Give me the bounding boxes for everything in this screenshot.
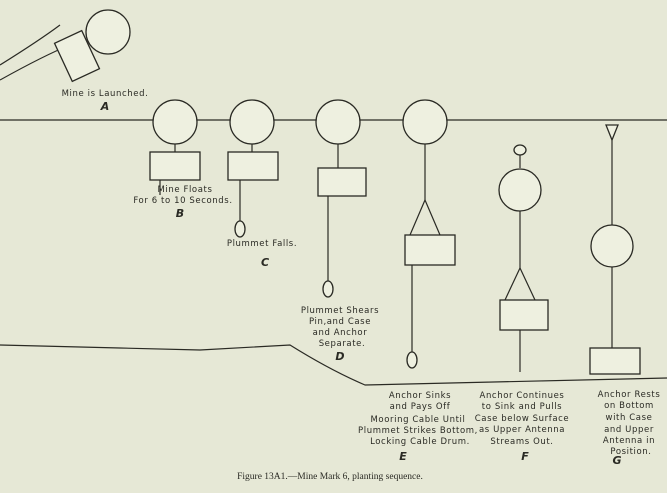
label-d-line: Plummet Shears [301, 306, 379, 316]
label-d-line: and Anchor [313, 328, 368, 338]
mine-g [589, 124, 641, 375]
label-b-line: Mine Floats [157, 185, 212, 195]
label-f-line: Case below Surface [475, 414, 570, 424]
label-f: Anchor Continues to Sink and Pulls Case … [475, 391, 570, 463]
label-e-line: Plummet Strikes Bottom, [358, 426, 478, 436]
label-g-line: Anchor Rests [598, 390, 661, 400]
label-a-line: Mine is Launched. [62, 89, 149, 99]
label-g: Anchor Rests on Bottom with Case and Upp… [598, 390, 661, 467]
mine-e [402, 99, 456, 369]
mine-a [53, 9, 131, 83]
label-c: Plummet Falls. C [227, 239, 297, 269]
label-a: Mine is Launched. A [62, 89, 149, 113]
label-c-letter: C [261, 256, 269, 269]
label-f-line: as Upper Antenna [479, 425, 565, 435]
label-e-letter: E [399, 450, 407, 463]
label-e-line: Mooring Cable Until [371, 415, 466, 425]
label-d: Plummet Shears Pin,and Case and Anchor S… [301, 306, 379, 363]
label-d-line: Pin,and Case [309, 317, 371, 327]
label-b-letter: B [176, 207, 184, 220]
label-g-letter: G [612, 454, 621, 467]
label-f-line: Anchor Continues [480, 391, 565, 401]
label-e: Anchor Sinks and Pays Off Mooring Cable … [358, 391, 478, 463]
label-g-line: and Upper [604, 425, 654, 435]
label-g-line: Position. [610, 447, 651, 457]
label-g-line: with Case [606, 413, 653, 423]
label-e-line: Anchor Sinks [389, 391, 451, 401]
mine-c [227, 99, 279, 238]
label-a-letter: A [100, 100, 110, 113]
seabed [0, 344, 667, 386]
label-d-letter: D [335, 350, 344, 363]
label-g-line: Antenna in [603, 436, 655, 446]
mine-f [498, 144, 549, 372]
label-c-line: Plummet Falls. [227, 239, 297, 249]
label-b: Mine Floats For 6 to 10 Seconds. B [133, 185, 232, 220]
label-e-line: and Pays Off [390, 402, 451, 412]
label-d-line: Separate. [319, 339, 366, 349]
mine-b [149, 99, 201, 195]
label-b-line: For 6 to 10 Seconds. [133, 196, 232, 206]
figure-caption: Figure 13A1.—Mine Mark 6, planting seque… [237, 472, 423, 482]
label-f-letter: F [521, 450, 529, 463]
label-f-line: to Sink and Pulls [482, 402, 562, 412]
label-g-line: on Bottom [604, 401, 654, 411]
label-f-line: Streams Out. [490, 437, 553, 447]
label-e-line: Locking Cable Drum. [370, 437, 470, 447]
mine-d [315, 99, 367, 298]
